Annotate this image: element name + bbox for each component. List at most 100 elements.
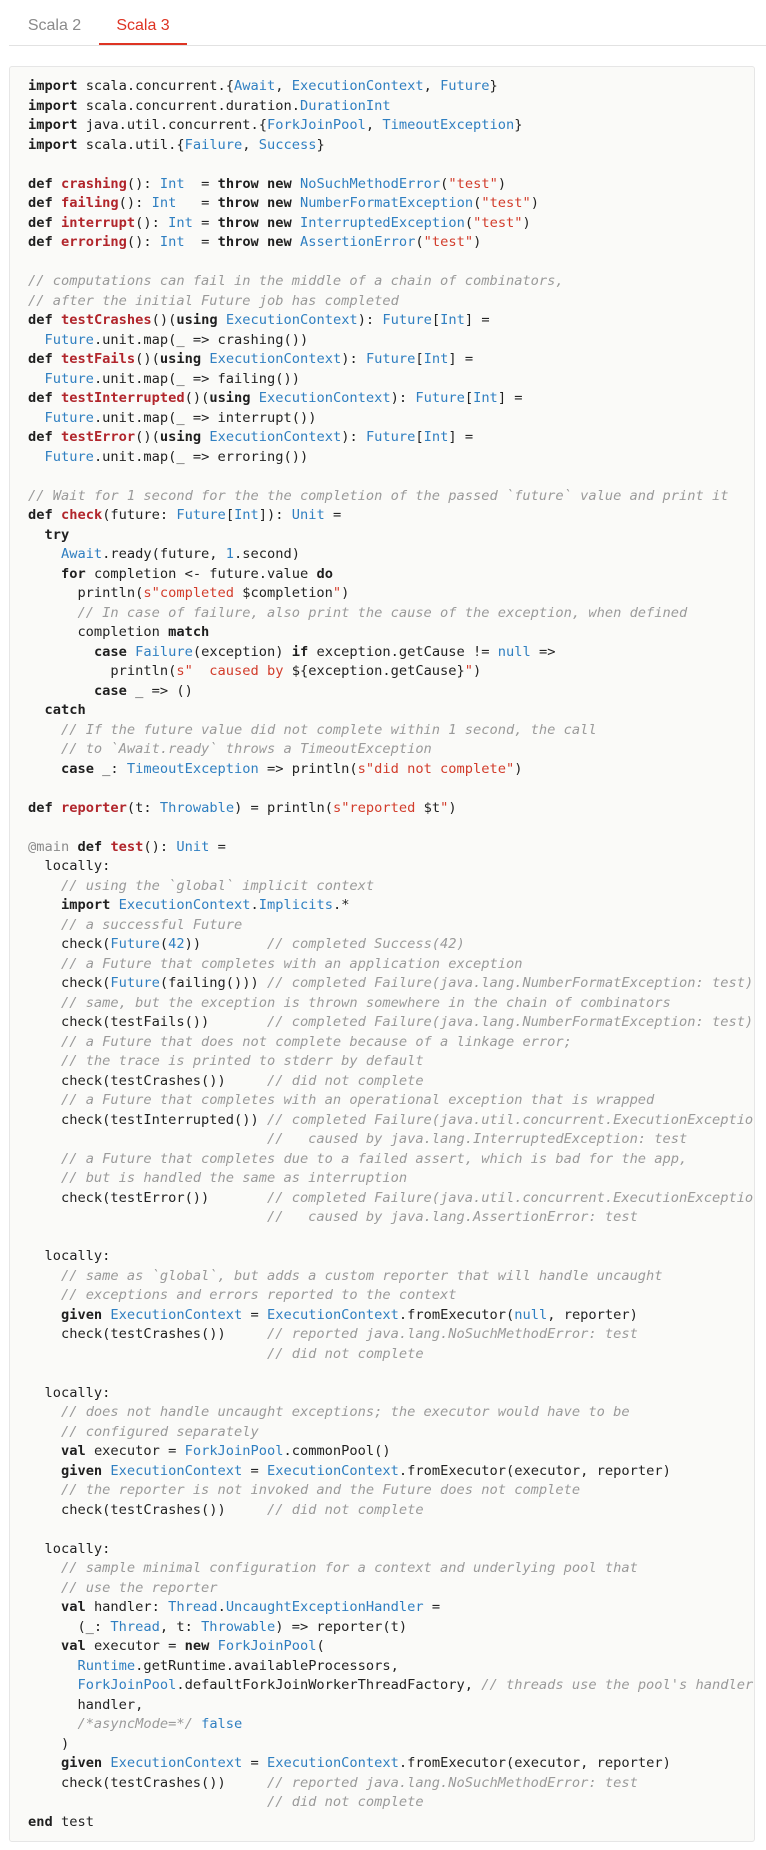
code-token: executor =: [85, 1638, 185, 1654]
tab-scala-3[interactable]: Scala 3: [99, 0, 187, 45]
code-line: check(testError()) // completed Failure(…: [28, 1189, 754, 1209]
code-token: [28, 897, 61, 913]
code-token: Throwable: [159, 799, 235, 816]
code-token: ": [464, 663, 474, 679]
code-line: // a Future that does not complete becau…: [28, 1033, 754, 1053]
tab-scala-2[interactable]: Scala 2: [27, 17, 82, 34]
code-token: val: [60, 1443, 86, 1459]
code-token: // did not complete: [266, 1072, 424, 1089]
code-token: Int: [423, 429, 449, 445]
code-line: (_: Thread, t: Throwable) => reporter(t): [28, 1618, 754, 1638]
code-line: // In case of failure, also print the ca…: [28, 604, 754, 624]
code-line: import scala.concurrent.duration.Duratio…: [28, 97, 754, 117]
code-line: end test: [28, 1813, 754, 1833]
code-token: Unit: [176, 838, 210, 855]
code-token: =: [184, 234, 218, 250]
code-line: check(testCrashes()) // reported java.la…: [28, 1325, 754, 1345]
code-token: ]):: [258, 507, 292, 523]
code-token: Future: [110, 936, 160, 952]
code-token: // threads use the pool's handler: [481, 1677, 754, 1693]
code-token: .second): [234, 546, 300, 562]
code-token: )): [184, 936, 267, 952]
code-token: 1: [225, 546, 235, 562]
code-token: // using the `global` implicit context: [60, 877, 375, 894]
code-token: =: [176, 195, 218, 211]
code-token: // completed Failure(java.lang.NumberFor…: [267, 975, 754, 991]
code-line: // caused by java.lang.AssertionError: t…: [28, 1208, 754, 1228]
code-block[interactable]: import scala.concurrent.{Await, Executio…: [9, 66, 755, 1842]
code-token: // completed Failure(java.util.concurren…: [266, 1189, 754, 1206]
code-line: def check(future: Future[Int]): Unit =: [28, 506, 754, 526]
code-token: [28, 1131, 267, 1147]
code-token: ] =: [448, 351, 474, 367]
code-token: import: [28, 78, 78, 94]
code-token: ${exception.getCause}: [291, 663, 465, 679]
code-token: new: [267, 195, 292, 211]
code-token: =: [242, 1462, 268, 1479]
code-token: ):: [390, 390, 416, 406]
code-token: ()(: [151, 312, 177, 328]
code-token: [28, 702, 44, 718]
code-token: [259, 195, 267, 211]
code-token: "test": [448, 175, 498, 192]
code-token: [259, 176, 267, 192]
code-token: [28, 683, 94, 699]
code-token: [53, 234, 61, 250]
code-token: NumberFormatException: [300, 195, 474, 211]
code-token: Int: [151, 195, 177, 211]
code-token: ExecutionContext: [110, 1462, 243, 1479]
code-line: Await.ready(future, 1.second): [28, 545, 754, 565]
code-token: ) = println(: [234, 799, 333, 816]
code-token: false: [201, 1716, 243, 1732]
code-line: // a Future that completes with an appli…: [28, 955, 754, 975]
code-line: /*asyncMode=*/ false: [28, 1715, 754, 1735]
code-token: def: [28, 234, 53, 250]
code-token: locally:: [28, 858, 111, 874]
code-token: Int: [473, 390, 498, 406]
code-line: check(testCrashes()) // did not complete: [28, 1501, 754, 1521]
code-token: handler,: [28, 1696, 144, 1713]
code-token: ): [448, 799, 457, 816]
code-token: [28, 1053, 61, 1069]
code-line: [28, 253, 754, 273]
code-token: java.util.concurrent.{: [77, 117, 267, 133]
code-line: def reporter(t: Throwable) = println(s"r…: [28, 799, 754, 819]
code-token: [28, 1307, 61, 1323]
code-token: case: [93, 643, 127, 660]
code-token: new: [267, 214, 292, 231]
code-token: ": [440, 799, 449, 816]
code-token: .getRuntime.availableProcessors,: [135, 1657, 399, 1674]
code-token: // caused by java.lang.AssertionError: t…: [266, 1209, 638, 1225]
code-token: .unit.map(_ => interrupt()): [93, 409, 317, 426]
code-token: ExecutionContext: [209, 351, 342, 367]
code-line: // sample minimal configuration for a co…: [28, 1559, 754, 1579]
code-token: [28, 917, 61, 933]
code-token: ): [530, 195, 540, 211]
code-line: // same, but the exception is thrown som…: [28, 994, 754, 1014]
code-line: ): [28, 1735, 754, 1755]
code-token: =: [423, 1599, 441, 1615]
code-token: Int: [168, 214, 193, 231]
code-line: locally:: [28, 1540, 754, 1560]
code-token: import: [28, 117, 78, 133]
code-token: [28, 644, 94, 660]
code-token: ) => reporter(t): [275, 1618, 408, 1635]
code-token: end: [28, 1813, 53, 1830]
code-token: [28, 1638, 61, 1654]
code-token: [193, 1716, 201, 1732]
code-token: ": [332, 585, 342, 601]
code-token: s" caused by: [176, 663, 292, 679]
code-token: // after the initial Future job has comp…: [28, 292, 399, 309]
code-token: val: [60, 1599, 86, 1615]
code-token: ] =: [464, 312, 490, 328]
code-line: // did not complete: [28, 1793, 754, 1813]
code-token: throw: [217, 234, 259, 250]
code-token: // same as `global`, but adds a custom r…: [60, 1267, 663, 1284]
code-token: throw: [217, 195, 259, 211]
code-token: [53, 312, 61, 328]
code-token: [28, 1151, 61, 1167]
code-listing: import scala.concurrent.{Await, Executio…: [10, 67, 754, 1832]
code-token: [28, 449, 44, 465]
code-token: given: [60, 1462, 103, 1479]
code-token: test: [52, 1813, 94, 1830]
